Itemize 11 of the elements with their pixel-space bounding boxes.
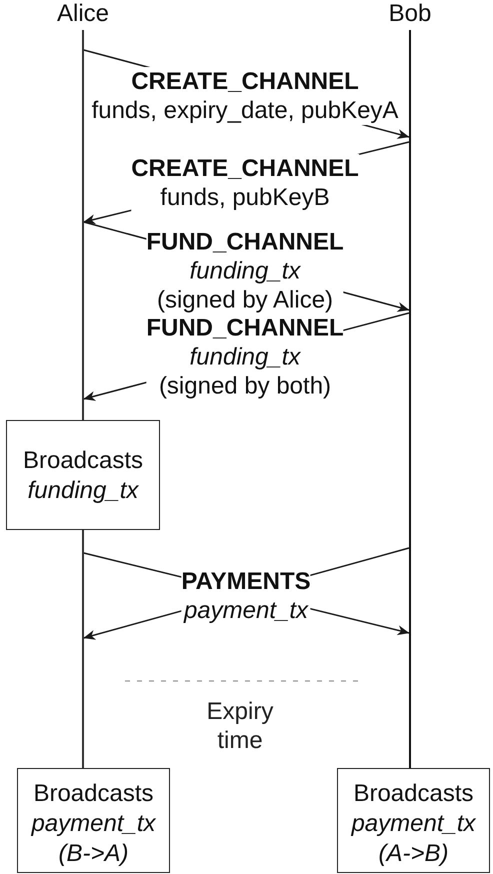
box-text: Broadcasts payment_tx (A->B) [351, 779, 476, 869]
timeline-note: Expiry time [206, 697, 274, 755]
action-box [337, 768, 490, 873]
participant-name: Bob [388, 1, 432, 27]
message-label: CREATE_CHANNEL funds, pubKeyB [131, 154, 359, 212]
box-text: Broadcasts payment_tx (B->A) [31, 779, 156, 869]
action-box [6, 420, 160, 530]
message-label: CREATE_CHANNEL funds, expiry_date, pubKeyA [92, 67, 398, 125]
box-text: Broadcasts funding_tx [22, 446, 144, 506]
action-box [17, 768, 170, 873]
participant-name: Alice [56, 1, 110, 27]
